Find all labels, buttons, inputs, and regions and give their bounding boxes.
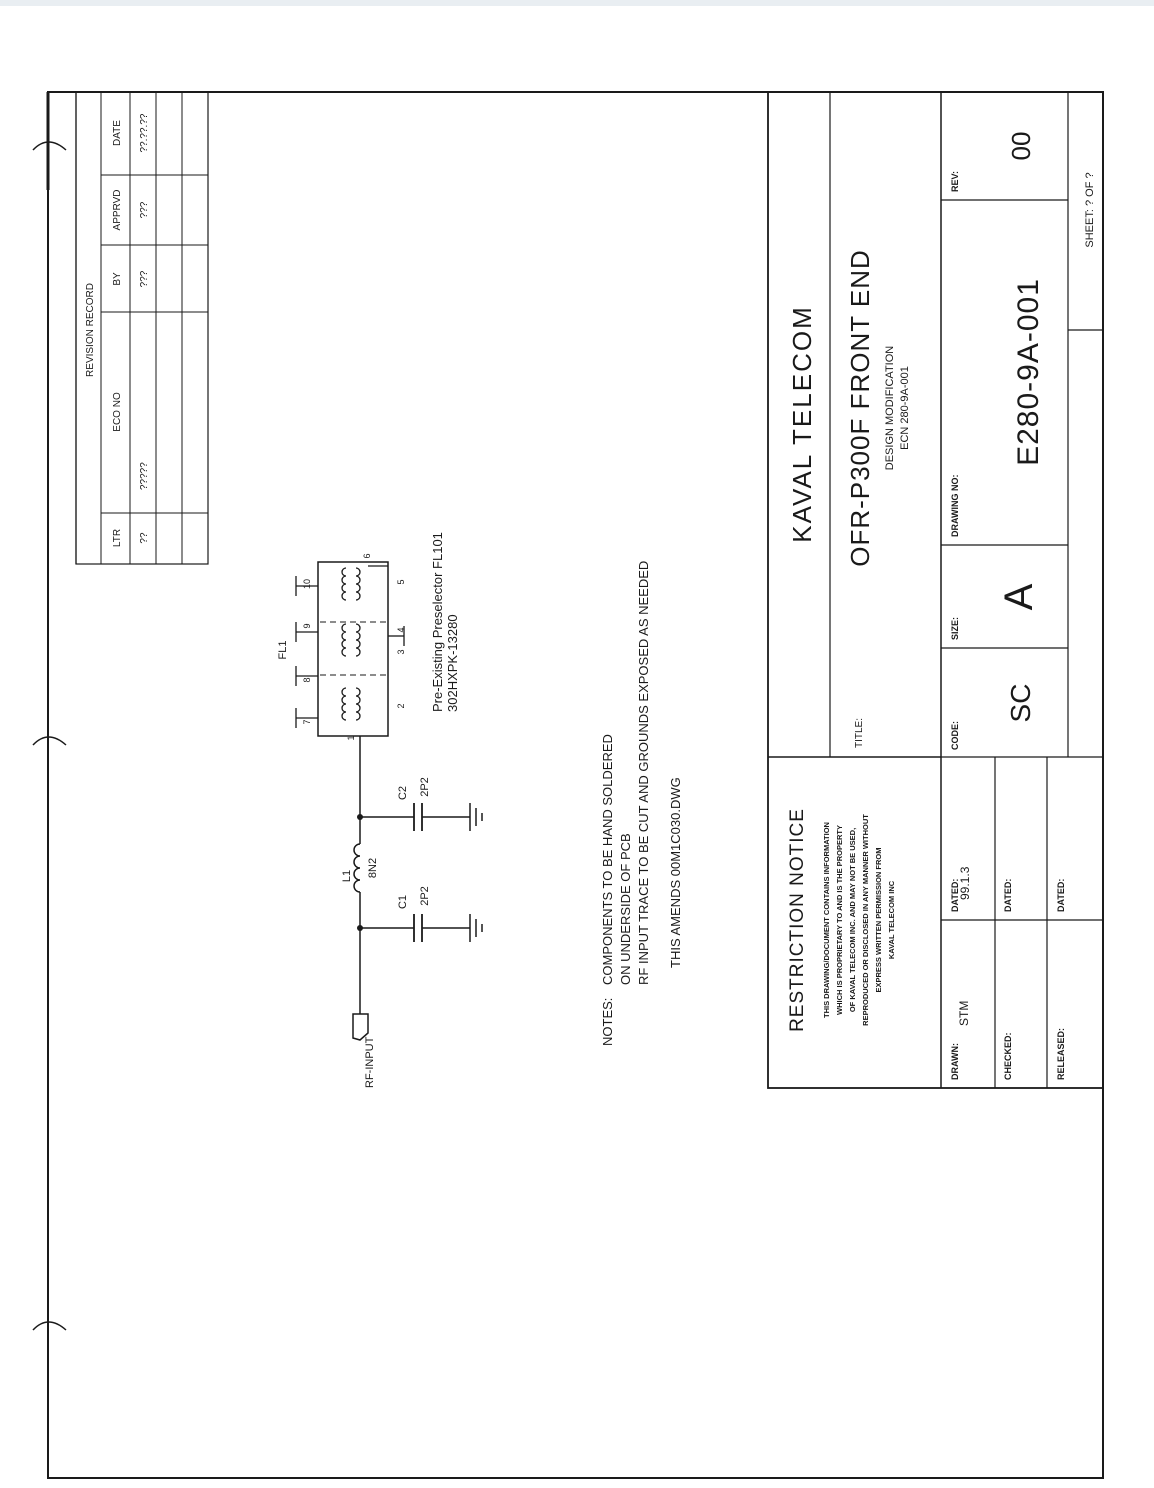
note-line-3: RF INPUT TRACE TO BE CUT AND GROUNDS EXP… <box>636 561 651 985</box>
rev-header-ltr: LTR <box>112 529 123 547</box>
fl1-pin-7: 7 <box>302 719 312 724</box>
restriction-line-2: WHICH IS PROPRIETARY TO AND IS THE PROPE… <box>835 825 844 1015</box>
fl1-pin-6: 6 <box>362 553 372 558</box>
binder-hole-2 <box>32 736 67 746</box>
note-line-2: ON UNDERSIDE OF PCB <box>618 833 633 985</box>
scan-edge <box>0 0 1154 6</box>
rev-row-apprvd: ??? <box>139 201 150 218</box>
revision-record-title: REVISION RECORD <box>85 283 96 377</box>
rf-input-connector <box>352 1013 369 1041</box>
size-value: A <box>997 583 1041 610</box>
fl1-pin-5: 5 <box>396 579 406 584</box>
preselector-line-1: Pre-Existing Preselector FL101 <box>430 532 445 712</box>
title-block: KAVAL TELECOM TITLE: OFR-P300F FRONT END… <box>767 91 1104 1089</box>
notes: NOTES: COMPONENTS TO BE HAND SOLDERED ON… <box>600 561 683 1046</box>
rev-header-eco: ECO NO <box>112 392 123 432</box>
rev-row-eco: ????? <box>139 462 150 490</box>
restriction-line-6: KAVAL TELECOM INC <box>887 880 896 959</box>
rev-header-date: DATE <box>112 120 123 146</box>
preselector-line-2: 302HXPK-13280 <box>445 614 460 712</box>
rev-header-by: BY <box>112 272 123 286</box>
restriction-line-5: EXPRESS WRITTEN PERMISSION FROM <box>874 847 883 992</box>
drawing-no-label: DRAWING NO: <box>950 475 960 538</box>
note-line-1: COMPONENTS TO BE HAND SOLDERED <box>600 734 615 985</box>
sheet-number: SHEET: ? OF ? <box>1084 172 1096 247</box>
l1-ref: L1 <box>341 870 353 882</box>
fl1-pin-4: 4 <box>396 627 406 632</box>
code-label: CODE: <box>950 721 960 750</box>
drawing-subtitle-1: DESIGN MODIFICATION <box>884 346 896 471</box>
drawing-subtitle-2: ECN 280-9A-001 <box>899 366 911 450</box>
l1-value: 8N2 <box>367 858 379 878</box>
inductor-l1 <box>353 843 361 893</box>
company-name: KAVAL TELECOM <box>787 305 817 542</box>
c2-value: 2P2 <box>419 777 431 797</box>
note-line-4: THIS AMENDS 00M1C030.DWG <box>668 777 683 968</box>
revision-record: REVISION RECORD LTR ECO NO BY APPRVD DAT… <box>75 91 209 565</box>
binder-hole-3 <box>32 1321 67 1331</box>
fl1-pin-2: 2 <box>396 703 406 708</box>
rev-label: REV: <box>950 171 960 192</box>
restriction-title: RESTRICTION NOTICE <box>787 808 808 1032</box>
filter-fl1 <box>295 561 405 737</box>
sheet-border <box>47 91 1104 1479</box>
c1-ref: C1 <box>397 895 409 909</box>
checked-dated-label: DATED: <box>1003 879 1013 912</box>
size-label: SIZE: <box>950 617 960 640</box>
checked-label: CHECKED: <box>1003 1032 1013 1080</box>
released-dated-label: DATED: <box>1056 879 1066 912</box>
drawing-title: OFR-P300F FRONT END <box>845 249 875 567</box>
fl1-pin-10: 10 <box>302 579 312 589</box>
capacitor-c1 <box>360 914 483 942</box>
rf-input-label: RF-INPUT <box>364 1036 376 1088</box>
rev-header-apprvd: APPRVD <box>112 190 123 231</box>
fl1-pin-3: 3 <box>396 649 406 654</box>
restriction-line-4: REPRODUCED OR DISCLOSED IN ANY MANNER WI… <box>861 814 870 1026</box>
drawn-value: STM <box>957 1001 971 1026</box>
fl1-ref: FL1 <box>277 641 289 660</box>
node-1-label: 1 <box>346 735 356 740</box>
drawn-dated-label: DATED: <box>950 879 960 912</box>
fl1-pin-8: 8 <box>302 677 312 682</box>
drawing-no-value: E280-9A-001 <box>1012 278 1045 466</box>
restriction-line-3: OF KAVAL TELECOM INC. AND MAY NOT BE USE… <box>848 828 857 1012</box>
capacitor-c2 <box>360 803 483 831</box>
rev-row-by: ??? <box>139 270 150 287</box>
c2-ref: C2 <box>397 786 409 800</box>
title-label: TITLE: <box>854 718 865 748</box>
drawn-label: DRAWN: <box>950 1043 960 1080</box>
restriction-line-1: THIS DRAWING/DOCUMENT CONTAINS INFORMATI… <box>822 822 831 1018</box>
released-label: RELEASED: <box>1056 1028 1066 1080</box>
code-value: SC <box>1005 684 1036 723</box>
rev-row-date: ??.??.?? <box>139 113 150 152</box>
rev-value: 00 <box>1006 132 1036 161</box>
rev-row-ltr: ?? <box>139 532 150 544</box>
c1-value: 2P2 <box>419 886 431 906</box>
schematic: RF-INPUT L1 8N2 C1 2P2 <box>277 532 483 1088</box>
notes-label: NOTES: <box>600 998 615 1046</box>
drawn-dated-value: 99.1.3 <box>958 866 972 900</box>
fl1-pin-9: 9 <box>302 623 312 628</box>
